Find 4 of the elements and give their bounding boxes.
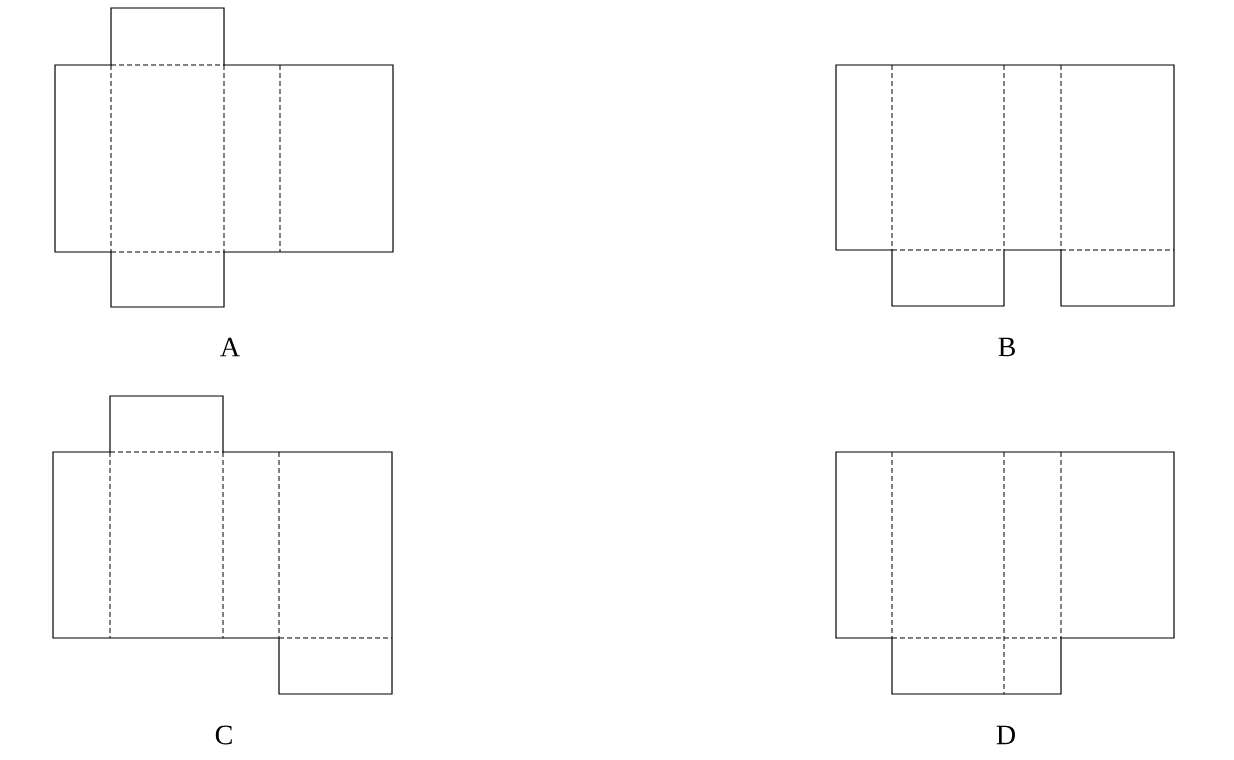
figure-label: D <box>996 725 1015 745</box>
figure-label: A <box>220 337 240 357</box>
figure-label: C <box>215 725 232 745</box>
figure-label: B <box>998 337 1015 357</box>
